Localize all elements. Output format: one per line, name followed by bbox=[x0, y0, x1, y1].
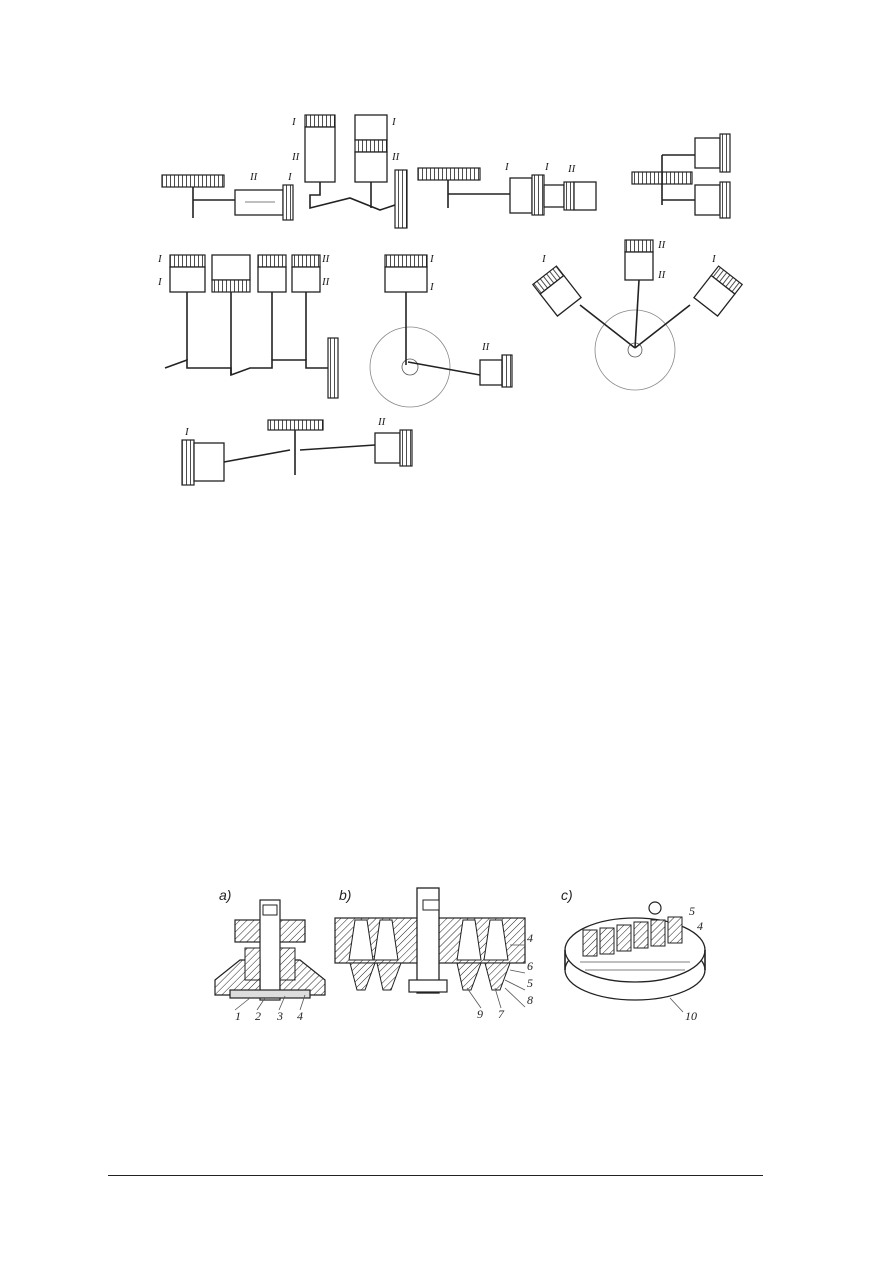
label-roman: I bbox=[391, 116, 397, 128]
burner-sections-figure: a) 1 2 3 4 b) 4 6 5 8 9 7 bbox=[205, 870, 725, 1040]
label-roman: I bbox=[157, 276, 163, 288]
footer-rule bbox=[108, 1175, 763, 1176]
label-roman: II bbox=[291, 151, 301, 163]
label-roman: II bbox=[657, 269, 667, 281]
callout-8: 8 bbox=[527, 993, 533, 1007]
label-roman: II bbox=[321, 253, 331, 265]
callout-5: 5 bbox=[689, 904, 695, 918]
subfigure-c-label: c) bbox=[561, 887, 573, 903]
layout-L-with-disc: I I II bbox=[369, 253, 513, 408]
label-roman: II bbox=[249, 171, 259, 183]
label-roman: I bbox=[184, 426, 190, 438]
label-roman: II bbox=[321, 276, 331, 288]
layout-inline-four: I I II II bbox=[157, 253, 339, 399]
callout-4: 4 bbox=[297, 1009, 303, 1023]
label-roman: I bbox=[429, 281, 435, 293]
label-roman: I bbox=[544, 161, 550, 173]
label-roman: I bbox=[504, 161, 510, 173]
callout-9: 9 bbox=[477, 1007, 483, 1021]
callout-5: 5 bbox=[527, 976, 533, 990]
layout-horizontal-opposed: I II bbox=[181, 416, 413, 486]
callout-4: 4 bbox=[697, 919, 703, 933]
layout-vertical-twin: I II I II bbox=[291, 114, 408, 229]
callout-1: 1 bbox=[235, 1009, 241, 1023]
subfigure-a-label: a) bbox=[219, 887, 231, 903]
layout-horizontal-single: II I bbox=[161, 171, 294, 221]
burner-sections-drawing: a) 1 2 3 4 b) 4 6 5 8 9 7 bbox=[214, 887, 706, 1023]
label-roman: I bbox=[541, 253, 547, 265]
subfigure-b: b) 4 6 5 8 9 7 bbox=[334, 887, 533, 1021]
label-roman: I bbox=[291, 116, 297, 128]
layout-opposed-horizontal: I I II bbox=[417, 161, 597, 216]
callout-4: 4 bbox=[527, 931, 533, 945]
label-roman: II bbox=[567, 163, 577, 175]
label-roman: I bbox=[287, 171, 293, 183]
layout-W-arrow: II II I I bbox=[531, 239, 744, 391]
label-roman: II bbox=[391, 151, 401, 163]
subfigure-b-label: b) bbox=[339, 887, 351, 903]
engine-layouts-figure: II I I II I II I I II bbox=[150, 100, 760, 495]
callout-7: 7 bbox=[498, 1007, 505, 1021]
subfigure-a: a) 1 2 3 4 bbox=[214, 887, 326, 1023]
callout-10: 10 bbox=[685, 1009, 697, 1023]
label-roman: II bbox=[657, 239, 667, 251]
subfigure-c: c) 5 4 10 bbox=[561, 887, 706, 1023]
engine-layouts-drawing: II I I II I II I I II bbox=[157, 114, 744, 486]
label-roman: II bbox=[377, 416, 387, 428]
callout-2: 2 bbox=[255, 1009, 261, 1023]
label-roman: II bbox=[481, 341, 491, 353]
label-roman: I bbox=[711, 253, 717, 265]
callout-6: 6 bbox=[527, 959, 533, 973]
layout-stacked-pair bbox=[631, 133, 731, 219]
label-roman: I bbox=[429, 253, 435, 265]
label-roman: I bbox=[157, 253, 163, 265]
callout-3: 3 bbox=[276, 1009, 283, 1023]
